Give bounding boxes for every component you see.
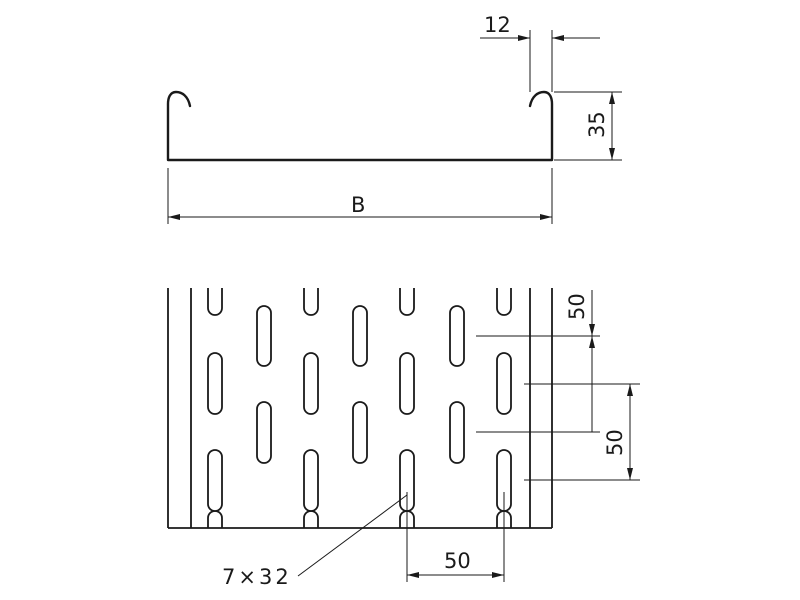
slot	[352, 305, 368, 367]
slot	[207, 449, 223, 512]
slot	[303, 352, 319, 415]
hook-width-dimension: 12	[480, 13, 600, 92]
slot	[256, 305, 272, 367]
top-edge-slots	[207, 288, 512, 316]
open-slot	[207, 510, 223, 528]
slots	[207, 305, 512, 512]
open-slot	[496, 288, 512, 316]
tray-plan-view	[167, 288, 553, 529]
slot-spacing-right-label: 50	[603, 429, 627, 456]
slot	[256, 401, 272, 464]
slot	[399, 352, 415, 415]
slot	[496, 352, 512, 415]
slot	[449, 305, 465, 367]
slot-spacing-bottom-label: 50	[444, 549, 471, 573]
slot-size-label: 7×32	[222, 565, 292, 589]
slot-spacing-top-dimension: 50	[565, 290, 595, 432]
slot-size-callout: 7×32	[222, 494, 408, 589]
slot-spacing-right-dimension: 50	[603, 384, 633, 480]
spacing-extension-lines	[476, 335, 640, 481]
side-height-label: 35	[585, 111, 609, 138]
slot	[449, 401, 465, 464]
slot	[352, 401, 368, 464]
slot	[303, 449, 319, 512]
hook-width-label: 12	[484, 13, 511, 37]
side-height-dimension: 35	[554, 91, 622, 161]
open-slot	[399, 288, 415, 316]
width-label: B	[351, 193, 365, 217]
slot	[207, 352, 223, 415]
bottom-edge-slots	[207, 510, 512, 528]
open-slot	[207, 288, 223, 316]
slot-spacing-top-label: 50	[565, 293, 589, 320]
width-dimension: B	[167, 168, 553, 224]
tray-cross-section	[166, 90, 554, 162]
open-slot	[303, 288, 319, 316]
open-slot	[303, 510, 319, 528]
slot-spacing-bottom-dimension: 50	[406, 492, 505, 582]
